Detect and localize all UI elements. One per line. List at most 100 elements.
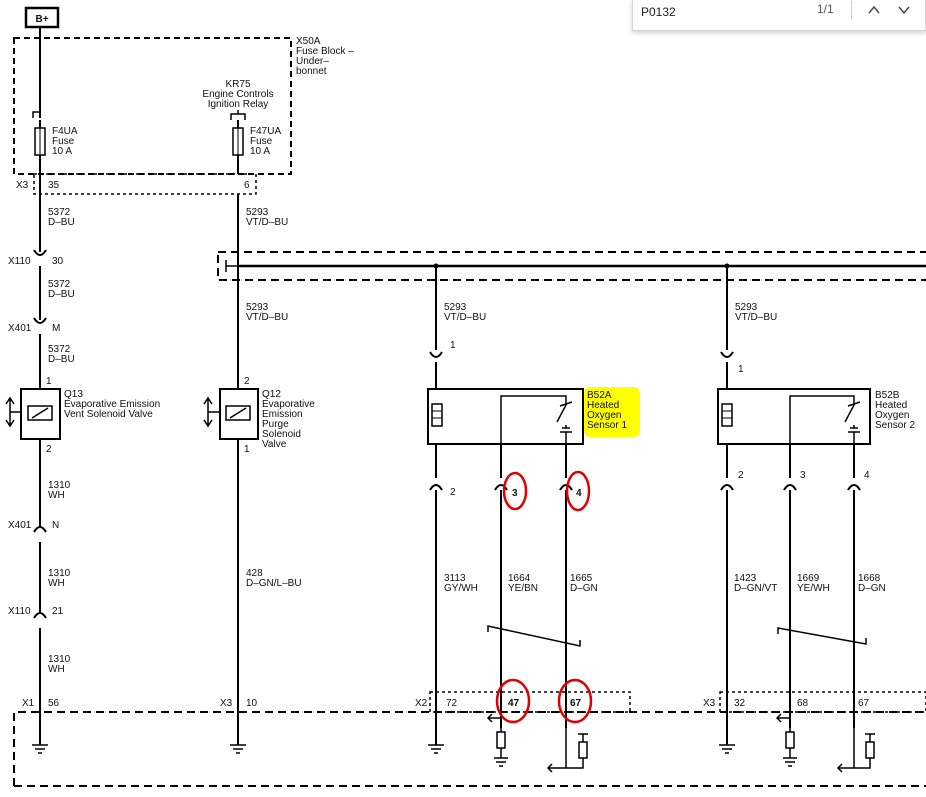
q13-coil-icon xyxy=(27,405,53,421)
power-label: B+ xyxy=(35,14,48,25)
sensor2-name-1: Heated xyxy=(875,400,907,411)
fuse-f4-label-1: F4UA xyxy=(52,126,78,137)
chevron-up-icon xyxy=(868,5,880,14)
col1-wire5-circuit: 1310 xyxy=(48,568,71,579)
sensor1-x2-pin-47: 47 xyxy=(508,698,520,709)
sensor1-x2-pin-72: 72 xyxy=(446,698,458,709)
q12-name-4: Solenoid xyxy=(262,429,301,440)
sensor2-ref: B52B xyxy=(875,390,900,401)
col2-wire1-circuit: 5293 xyxy=(246,207,269,218)
col1-wire6-color: WH xyxy=(48,664,65,675)
col1-x110-ref: X110 xyxy=(8,256,31,267)
relay-name-1: Engine Controls xyxy=(202,89,273,100)
sensor1-wire1-color: GY/WH xyxy=(444,583,478,594)
col2-x3-ref: X3 xyxy=(220,698,233,709)
sensor1-supply-color: VT/D–BU xyxy=(444,312,486,323)
col1-x110-connector xyxy=(33,249,47,256)
sensor1-ecm-ref-arrow xyxy=(546,728,567,773)
col1-wire3-color: D–BU xyxy=(48,354,75,365)
sensor2-pin-top: 1 xyxy=(738,364,744,375)
sensor1-label-highlight xyxy=(584,387,640,437)
sensor1-ecm-ref-resistor-icon xyxy=(578,741,588,759)
col1-x401-ref: X401 xyxy=(8,323,32,334)
fuse-f47-label-3: 10 A xyxy=(250,146,270,157)
sensor2-wire2-color: YE/WH xyxy=(797,583,830,594)
find-input[interactable] xyxy=(641,2,811,22)
annotation-circle-pin47 xyxy=(495,678,531,724)
relay-name-2: Ignition Relay xyxy=(208,99,269,110)
sensor2-device-box xyxy=(717,388,871,445)
fuse-block-name-3: bonnet xyxy=(296,66,327,77)
q12-name-5: Valve xyxy=(262,439,287,450)
col2-wire2-circuit: 5293 xyxy=(246,302,269,313)
col1-wire1-color: D–BU xyxy=(48,217,75,228)
col1-x401b-pin: N xyxy=(52,520,59,531)
col1-wire4-color: WH xyxy=(48,490,65,501)
sensor2-x3-pin-68: 68 xyxy=(797,698,809,709)
connector-x3-top-pin-a: 35 xyxy=(48,180,60,191)
col1-x110b-ref: X110 xyxy=(8,606,31,617)
sensor1-wire1-circuit: 3113 xyxy=(444,573,466,584)
sensor1-heater-icon xyxy=(431,403,443,427)
sensor1-pin-2: 2 xyxy=(450,487,456,498)
q12-coil-icon xyxy=(225,405,251,421)
sensor2-ecm-ref-arrow xyxy=(836,728,855,773)
sensor2-ecm-resistor-icon xyxy=(785,731,795,749)
col1-pin2: 2 xyxy=(46,444,52,455)
sensor2-supply-circuit: 5293 xyxy=(735,302,758,313)
col1-wire5-color: WH xyxy=(48,578,65,589)
find-next-button[interactable] xyxy=(891,0,917,21)
sensor2-pin1-connector xyxy=(720,351,734,358)
col1-x1-ref: X1 xyxy=(22,698,35,709)
sensor1-pin1-connector xyxy=(429,351,443,358)
q12-name-2: Emission xyxy=(262,409,303,420)
sensor2-ecm-ref-resistor-icon xyxy=(865,741,875,759)
sensor1-pin-top: 1 xyxy=(450,340,456,351)
col2-wire3-circuit: 428 xyxy=(246,568,263,579)
find-previous-button[interactable] xyxy=(861,0,887,21)
col1-x110b-connector xyxy=(33,612,47,619)
relay-contact-symbol xyxy=(230,110,246,120)
q12-valve-icon xyxy=(203,396,220,428)
sensor1-name-3: Sensor 1 xyxy=(587,420,627,431)
sensor1-x2-pin-67: 67 xyxy=(570,698,582,709)
fuse-f4-label-2: Fuse xyxy=(52,136,75,147)
fuse-block-name-1: Fuse Block – xyxy=(296,46,354,57)
sensor2-ground-icon xyxy=(719,744,735,754)
q12-ref: Q12 xyxy=(262,389,281,400)
sensor1-ref: B52A xyxy=(587,390,612,401)
sensor1-twisted-pair-mark xyxy=(487,625,581,647)
col1-ground-icon xyxy=(32,744,48,754)
col1-x401b-ref: X401 xyxy=(8,520,32,531)
col2-x3-pin: 10 xyxy=(246,698,258,709)
sensor2-pin-4: 4 xyxy=(864,470,870,481)
fuse-block-name-2: Under– xyxy=(296,56,329,67)
sensor2-x3-ref: X3 xyxy=(703,698,716,709)
fuse-f4-label-3: 10 A xyxy=(52,146,72,157)
chevron-down-icon xyxy=(898,6,910,15)
connector-x2 xyxy=(429,691,631,713)
connector-x3-top-pin-b: 6 xyxy=(244,180,250,191)
sensor2-wire2-circuit: 1669 xyxy=(797,573,820,584)
col1-pin1: 1 xyxy=(46,376,52,387)
col2-wire1-color: VT/D–BU xyxy=(246,217,288,228)
col1-wire2-color: D–BU xyxy=(48,289,75,300)
sensor2-supply-color: VT/D–BU xyxy=(735,312,777,323)
annotation-circle-pin3 xyxy=(502,471,528,511)
fuse-block-ref: X50A xyxy=(296,36,321,47)
annotation-circle-pin67 xyxy=(557,678,593,724)
sensor1-x2-ref: X2 xyxy=(415,698,428,709)
col1-x110b-pin: 21 xyxy=(52,606,64,617)
sensor2-wire1-circuit: 1423 xyxy=(734,573,757,584)
col2-pin1: 2 xyxy=(244,376,250,387)
connector-x3-top-ref: X3 xyxy=(16,180,29,191)
sensor1-wire2-circuit: 1664 xyxy=(508,573,531,584)
fuse-f47-label-2: Fuse xyxy=(250,136,273,147)
sensor1-name-2: Oxygen xyxy=(587,410,621,421)
sensor1-wire2-color: YE/BN xyxy=(508,583,538,594)
sensor2-wire1-color: D–GN/VT xyxy=(734,583,777,594)
find-separator xyxy=(851,1,852,19)
q13-ref: Q13 xyxy=(64,389,83,400)
sensor1-ecm-resistor-icon xyxy=(496,731,506,749)
